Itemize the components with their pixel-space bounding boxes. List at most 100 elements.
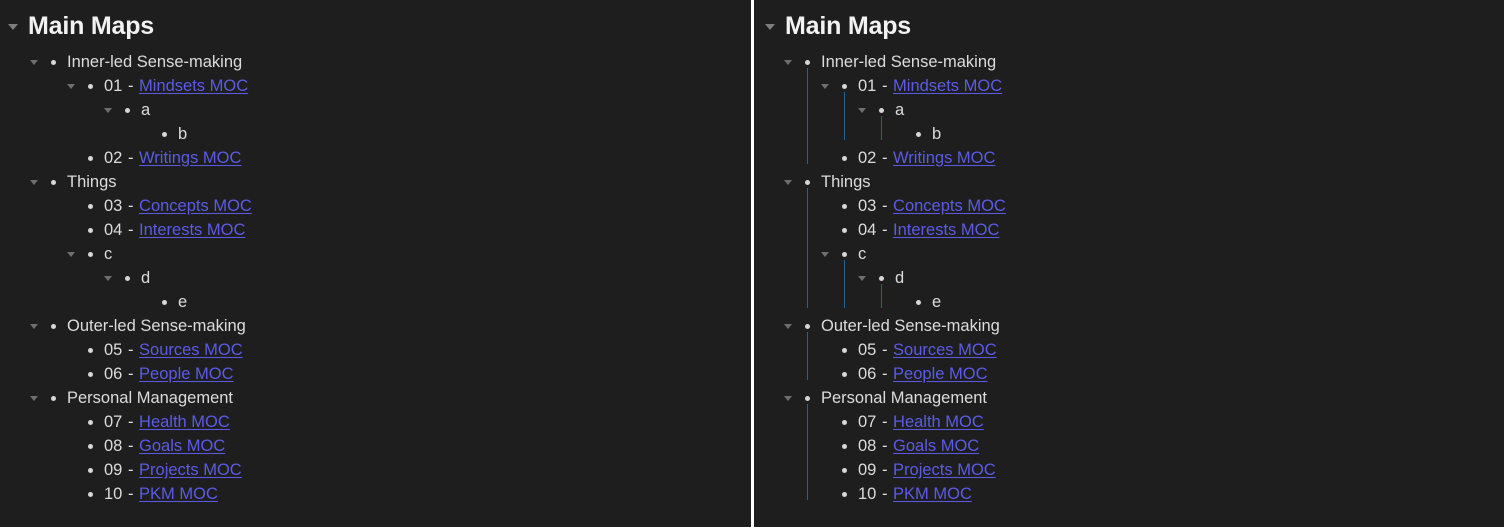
chevron-down-icon[interactable] [102,271,116,285]
outline-item[interactable]: 02 - Writings MOC [754,146,1504,170]
chevron-down-icon[interactable] [856,271,870,285]
outline-item[interactable]: 01 - Mindsets MOC [754,74,1504,98]
chevron-down-icon[interactable] [856,103,870,117]
internal-link[interactable]: Concepts MOC [139,196,252,215]
internal-link[interactable]: Goals MOC [893,436,980,455]
item-text: c [858,244,867,263]
outline-item[interactable]: c [754,242,1504,266]
outline-item[interactable]: Inner-led Sense-making [0,50,751,74]
item-number: 09 [104,460,123,479]
outline-item[interactable]: 07 - Health MOC [754,410,1504,434]
chevron-down-icon[interactable] [819,247,833,261]
internal-link[interactable]: Projects MOC [893,460,996,479]
outline-item[interactable]: 10 - PKM MOC [0,482,751,506]
outline-item[interactable]: a [754,98,1504,122]
outline-item[interactable]: 01 - Mindsets MOC [0,74,751,98]
internal-link[interactable]: Interests MOC [893,220,1000,239]
outline-item[interactable]: Outer-led Sense-making [0,314,751,338]
page-heading-row[interactable]: Main Maps [754,8,1504,44]
outline-item[interactable]: b [754,122,1504,146]
internal-link[interactable]: Interests MOC [139,220,246,239]
outline-item[interactable]: 06 - People MOC [754,362,1504,386]
chevron-down-icon[interactable] [782,55,796,69]
internal-link[interactable]: Writings MOC [893,148,996,167]
outline-item-label: d [895,270,904,287]
chevron-down-icon[interactable] [782,175,796,189]
item-text: a [141,100,151,119]
outline-item[interactable]: a [0,98,751,122]
item-number: 02 [104,148,123,167]
outline-item[interactable]: 04 - Interests MOC [0,218,751,242]
outline-item[interactable]: 07 - Health MOC [0,410,751,434]
bullet-icon [46,180,60,185]
outline-item[interactable]: 09 - Projects MOC [754,458,1504,482]
outline-item[interactable]: c [0,242,751,266]
outline-item[interactable]: 05 - Sources MOC [754,338,1504,362]
internal-link[interactable]: Mindsets MOC [893,76,1003,95]
outline-item[interactable]: 10 - PKM MOC [754,482,1504,506]
internal-link[interactable]: PKM MOC [893,484,972,503]
internal-link[interactable]: Concepts MOC [893,196,1006,215]
internal-link[interactable]: Projects MOC [139,460,242,479]
outline-item[interactable]: 03 - Concepts MOC [0,194,751,218]
outline-item[interactable]: 08 - Goals MOC [754,434,1504,458]
outline-item[interactable]: 06 - People MOC [0,362,751,386]
item-text: c [104,244,113,263]
chevron-down-icon[interactable] [763,19,777,33]
outline-item-label: c [858,246,866,263]
chevron-down-icon[interactable] [782,391,796,405]
outline-item[interactable]: 05 - Sources MOC [0,338,751,362]
chevron-down-icon[interactable] [819,79,833,93]
outline-item[interactable]: Outer-led Sense-making [754,314,1504,338]
outline-item[interactable]: e [0,290,751,314]
item-text: Things [821,172,871,191]
chevron-down-icon[interactable] [782,319,796,333]
internal-link[interactable]: People MOC [139,364,234,383]
outline-item[interactable]: Things [754,170,1504,194]
arrow-placeholder [893,295,907,309]
outline-item[interactable]: 03 - Concepts MOC [754,194,1504,218]
outline-item[interactable]: 08 - Goals MOC [0,434,751,458]
chevron-down-icon[interactable] [28,175,42,189]
outline-item-label: 09 - Projects MOC [104,462,242,479]
bullet-icon [911,300,925,305]
chevron-down-icon[interactable] [28,319,42,333]
bullet-icon [83,228,97,233]
internal-link[interactable]: PKM MOC [139,484,218,503]
outline-item[interactable]: d [0,266,751,290]
chevron-down-icon[interactable] [65,79,79,93]
internal-link[interactable]: Mindsets MOC [139,76,249,95]
outline-item-label: Outer-led Sense-making [67,318,246,335]
chevron-down-icon[interactable] [102,103,116,117]
outline-item[interactable]: Inner-led Sense-making [754,50,1504,74]
internal-link[interactable]: Sources MOC [139,340,243,359]
outline-item[interactable]: Things [0,170,751,194]
bullet-icon [800,180,814,185]
outline-item[interactable]: d [754,266,1504,290]
internal-link[interactable]: Goals MOC [139,436,226,455]
internal-link[interactable]: Health MOC [139,412,230,431]
page-heading-row[interactable]: Main Maps [0,8,751,44]
outline-item-label: d [141,270,150,287]
bullet-icon [874,276,888,281]
chevron-down-icon[interactable] [65,247,79,261]
outline-item[interactable]: 04 - Interests MOC [754,218,1504,242]
internal-link[interactable]: Sources MOC [893,340,997,359]
chevron-down-icon[interactable] [28,55,42,69]
internal-link[interactable]: People MOC [893,364,988,383]
internal-link[interactable]: Health MOC [893,412,984,431]
indent-guide-line [844,92,845,140]
chevron-down-icon[interactable] [28,391,42,405]
outline-item-label: Personal Management [67,390,233,407]
arrow-placeholder [819,223,833,237]
item-text: Things [67,172,117,191]
outline-item[interactable]: e [754,290,1504,314]
internal-link[interactable]: Writings MOC [139,148,242,167]
chevron-down-icon[interactable] [6,19,20,33]
outline-item[interactable]: b [0,122,751,146]
outline-item[interactable]: Personal Management [0,386,751,410]
outline-item[interactable]: 02 - Writings MOC [0,146,751,170]
outline-item[interactable]: Personal Management [754,386,1504,410]
outline-item-label: Inner-led Sense-making [821,54,996,71]
outline-item[interactable]: 09 - Projects MOC [0,458,751,482]
